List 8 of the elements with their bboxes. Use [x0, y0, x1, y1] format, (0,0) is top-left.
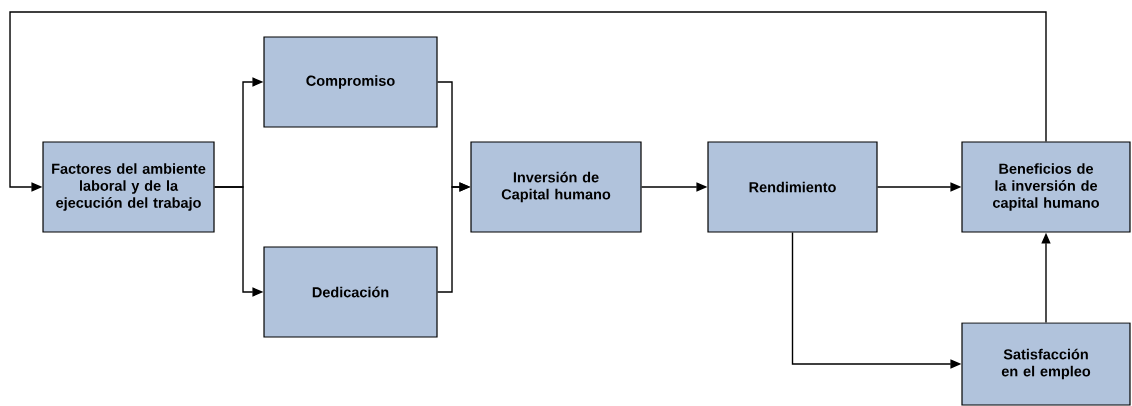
process-box: Compromiso	[263, 36, 438, 128]
process-box: Dedicación	[263, 246, 438, 338]
process-box: Rendimiento	[707, 141, 878, 233]
process-box: Satisfacción en el empleo	[961, 322, 1131, 406]
process-box: Factores del ambiente laboral y de la ejecución del trabajo	[42, 141, 215, 233]
process-box: Inversión de Capital humano	[470, 141, 642, 233]
process-box: Beneficios de la inversión de capital humano	[961, 141, 1131, 233]
arrow	[9, 11, 1047, 192]
